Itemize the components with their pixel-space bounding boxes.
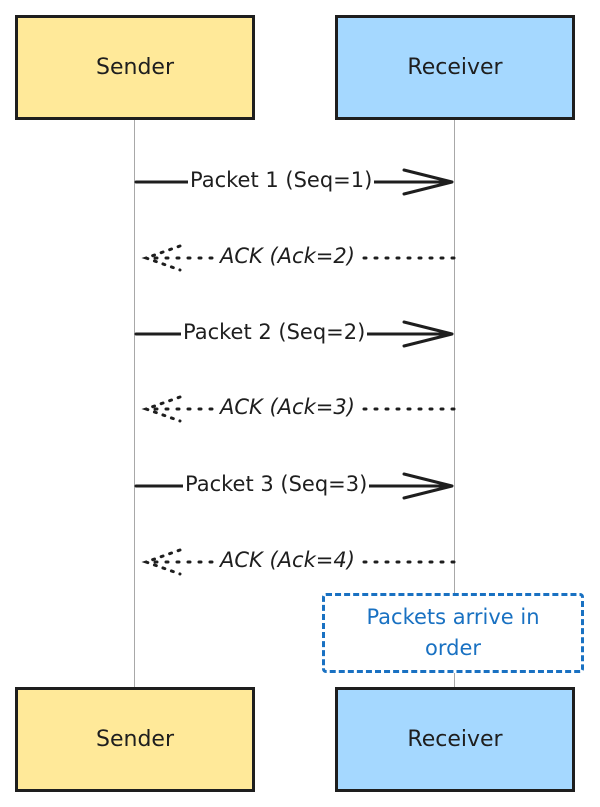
note-text: Packets arrive in order bbox=[366, 605, 540, 660]
message-arrow-2 bbox=[141, 244, 456, 272]
receiver-label: Receiver bbox=[407, 55, 503, 80]
receiver-participant-bottom: Receiver bbox=[335, 687, 575, 792]
sender-label: Sender bbox=[96, 55, 174, 80]
message-arrow-6 bbox=[141, 548, 456, 576]
receiver-participant-top: Receiver bbox=[335, 15, 575, 120]
message-arrow-4 bbox=[141, 395, 456, 423]
message-label-4: ACK (Ack=3) bbox=[218, 395, 357, 419]
sender-label: Sender bbox=[96, 727, 174, 752]
sender-lifeline bbox=[134, 120, 135, 687]
message-label-3: Packet 2 (Seq=2) bbox=[181, 320, 368, 344]
sender-participant-top: Sender bbox=[15, 15, 255, 120]
receiver-lifeline bbox=[454, 120, 455, 687]
message-label-2: ACK (Ack=2) bbox=[218, 244, 357, 268]
message-label-5: Packet 3 (Seq=3) bbox=[183, 472, 370, 496]
note-box: Packets arrive in order bbox=[322, 593, 584, 673]
sender-participant-bottom: Sender bbox=[15, 687, 255, 792]
message-label-6: ACK (Ack=4) bbox=[218, 548, 357, 572]
receiver-label: Receiver bbox=[407, 727, 503, 752]
message-label-1: Packet 1 (Seq=1) bbox=[188, 168, 375, 192]
